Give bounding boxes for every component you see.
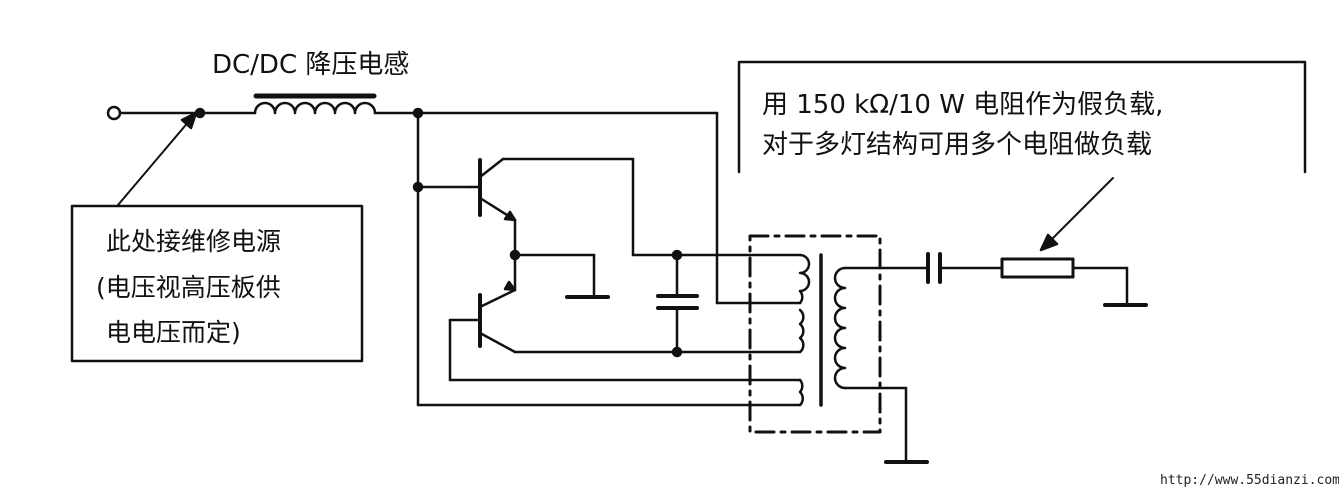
inductor-label: DC/DC 降压电感 — [212, 50, 410, 80]
power-label-line-1: 此处接维修电源 — [106, 227, 282, 256]
note-line-2: 对于多灯结构可用多个电阻做负载 — [762, 130, 1153, 160]
transistor-upper — [468, 157, 635, 292]
output-capacitor — [926, 252, 942, 284]
transistor-lower — [448, 280, 517, 354]
dummy-load-resistor — [1000, 257, 1075, 279]
transformer-enclosure — [748, 234, 882, 434]
arrow-to-input — [180, 111, 198, 130]
note-line-1: 用 150 kΩ/10 W 电阻作为假负载, — [762, 90, 1164, 120]
buck-inductor — [253, 93, 377, 115]
power-label-line-3: 电电压而定) — [106, 318, 241, 347]
note-bracket — [737, 60, 1307, 174]
watermark: http://www.55dianzi.com — [1160, 473, 1339, 488]
resonant-capacitor — [656, 253, 699, 354]
power-label-box — [70, 204, 364, 363]
input-terminal — [106, 105, 122, 121]
power-label-line-2: (电压视高压板供 — [96, 273, 281, 302]
transformer-primary — [798, 253, 811, 407]
arrow-to-resistor — [1039, 233, 1059, 252]
transformer-secondary — [833, 266, 930, 464]
